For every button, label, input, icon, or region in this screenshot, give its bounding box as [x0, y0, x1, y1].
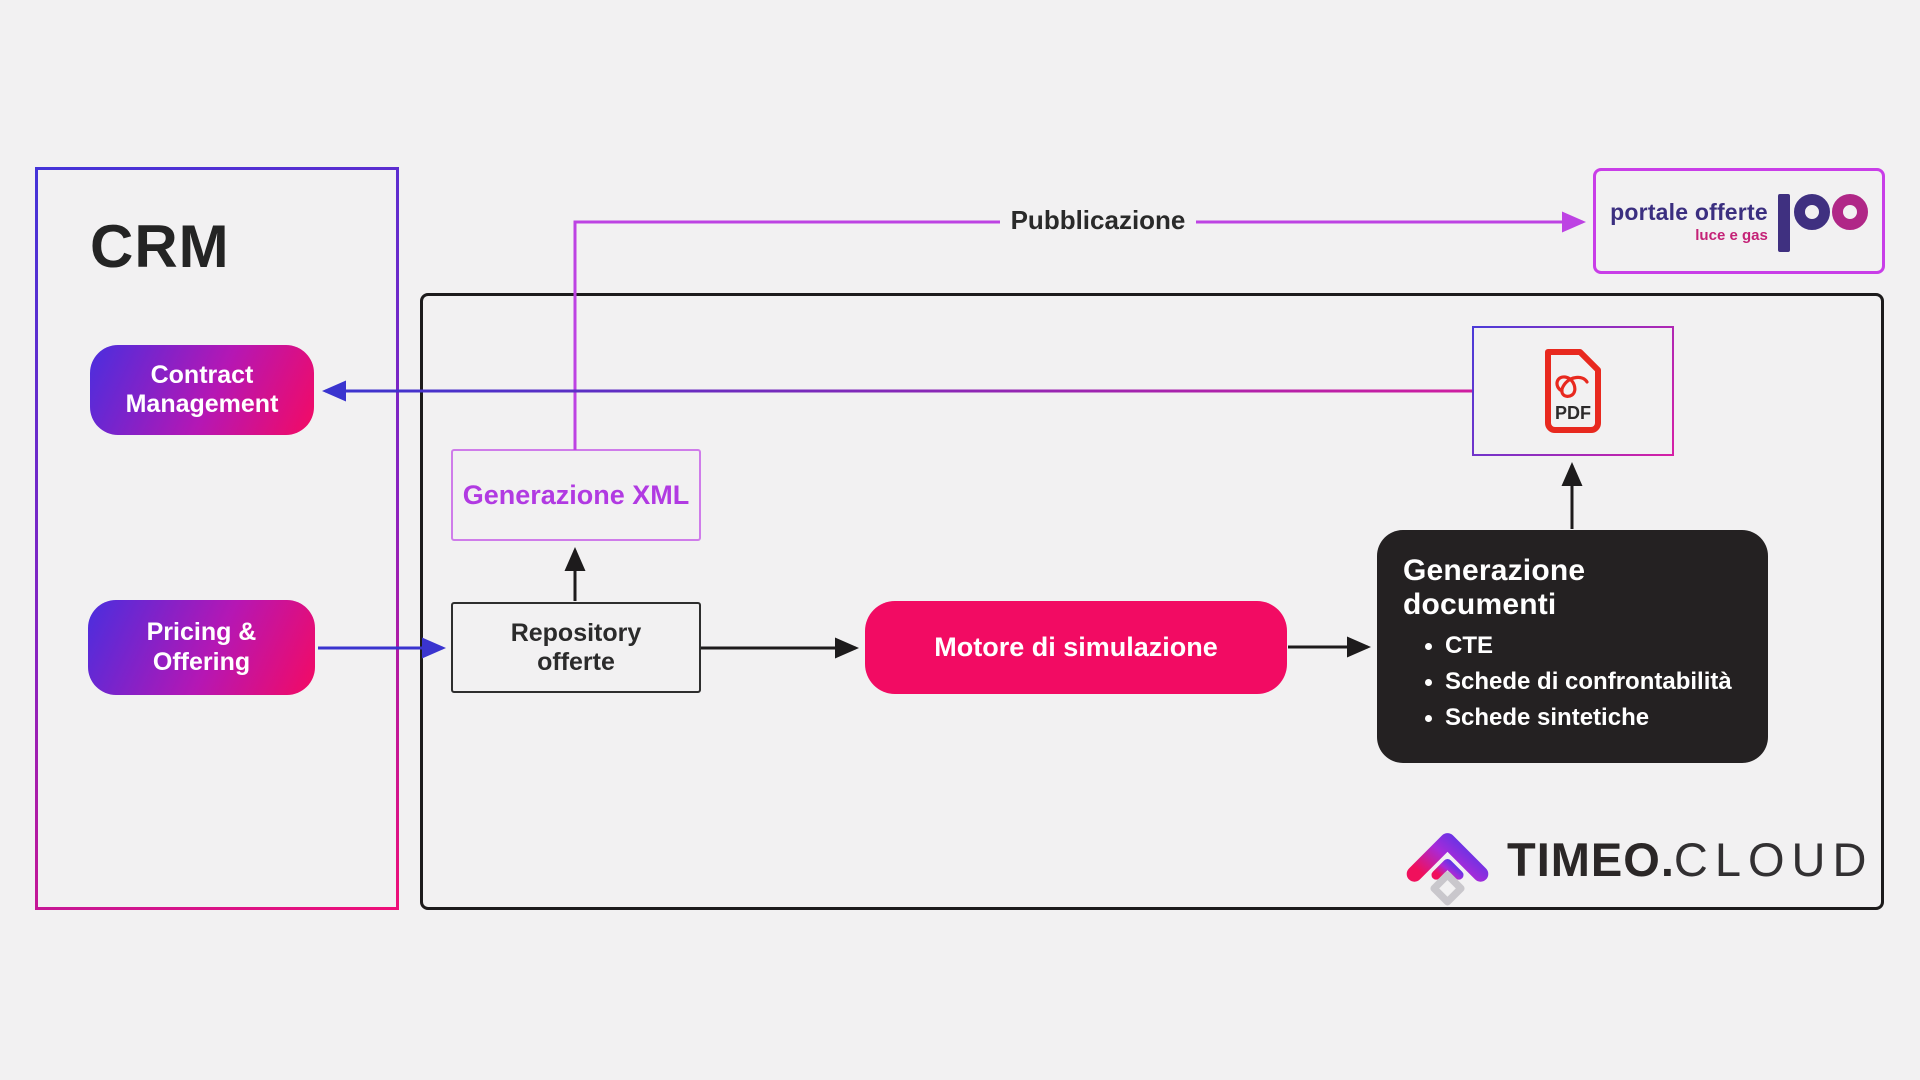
- portal-offerte-node: portale offerte luce e gas: [1593, 168, 1885, 274]
- simulation-engine-node: Motore di simulazione: [865, 601, 1287, 694]
- xml-generation-node: Generazione XML: [451, 449, 701, 541]
- docgen-item: Schede sintetiche: [1445, 704, 1742, 732]
- simulation-engine-label: Motore di simulazione: [934, 632, 1218, 662]
- offers-repository-node: Repository offerte: [451, 602, 701, 693]
- timeo-dot: .: [1660, 833, 1674, 886]
- docgen-item: Schede di confrontabilità: [1445, 668, 1742, 696]
- pdf-label: PDF: [1555, 403, 1591, 423]
- xml-generation-label: Generazione XML: [462, 479, 690, 510]
- portal-offerte-logo-icon: [1777, 194, 1868, 252]
- portal-offerte-subtitle: luce e gas: [1695, 226, 1768, 244]
- document-generation-list: CTE Schede di confrontabilità Schede sin…: [1403, 632, 1742, 732]
- portal-logo-ring-magenta: [1831, 194, 1868, 230]
- portal-offerte-title: portale offerte: [1610, 198, 1768, 225]
- portal-logo-ring-indigo: [1793, 194, 1830, 230]
- document-generation-title: Generazione documenti: [1403, 554, 1586, 621]
- pricing-offering-label: Pricing & Offering: [146, 618, 257, 676]
- timeo-word-bold: TIMEO: [1507, 833, 1661, 886]
- platform-panel: [420, 293, 1884, 910]
- portal-offerte-text: portale offerte luce e gas: [1610, 199, 1768, 244]
- timeo-chevron-icon: [1406, 833, 1489, 906]
- offers-repository-label: Repository offerte: [510, 618, 642, 676]
- docgen-item: CTE: [1445, 632, 1742, 660]
- contract-management-label: Contract Management: [125, 360, 279, 419]
- pricing-offering-node: Pricing & Offering: [88, 600, 315, 695]
- timeo-cloud-logo: TIMEO.CLOUD: [1400, 812, 1873, 907]
- crm-panel: [35, 167, 399, 910]
- timeo-word-light: CLOUD: [1673, 833, 1874, 886]
- contract-management-node: Contract Management: [90, 345, 314, 435]
- pdf-file-icon: PDF: [1545, 349, 1601, 433]
- publication-label: Pubblicazione: [1010, 205, 1186, 235]
- pdf-output-node: PDF: [1472, 326, 1674, 456]
- timeo-wordmark: TIMEO.CLOUD: [1507, 832, 1873, 887]
- portal-logo-bar: [1777, 194, 1790, 252]
- crm-panel-title: CRM: [90, 213, 230, 280]
- document-generation-node: Generazione documenti CTE Schede di conf…: [1377, 530, 1768, 763]
